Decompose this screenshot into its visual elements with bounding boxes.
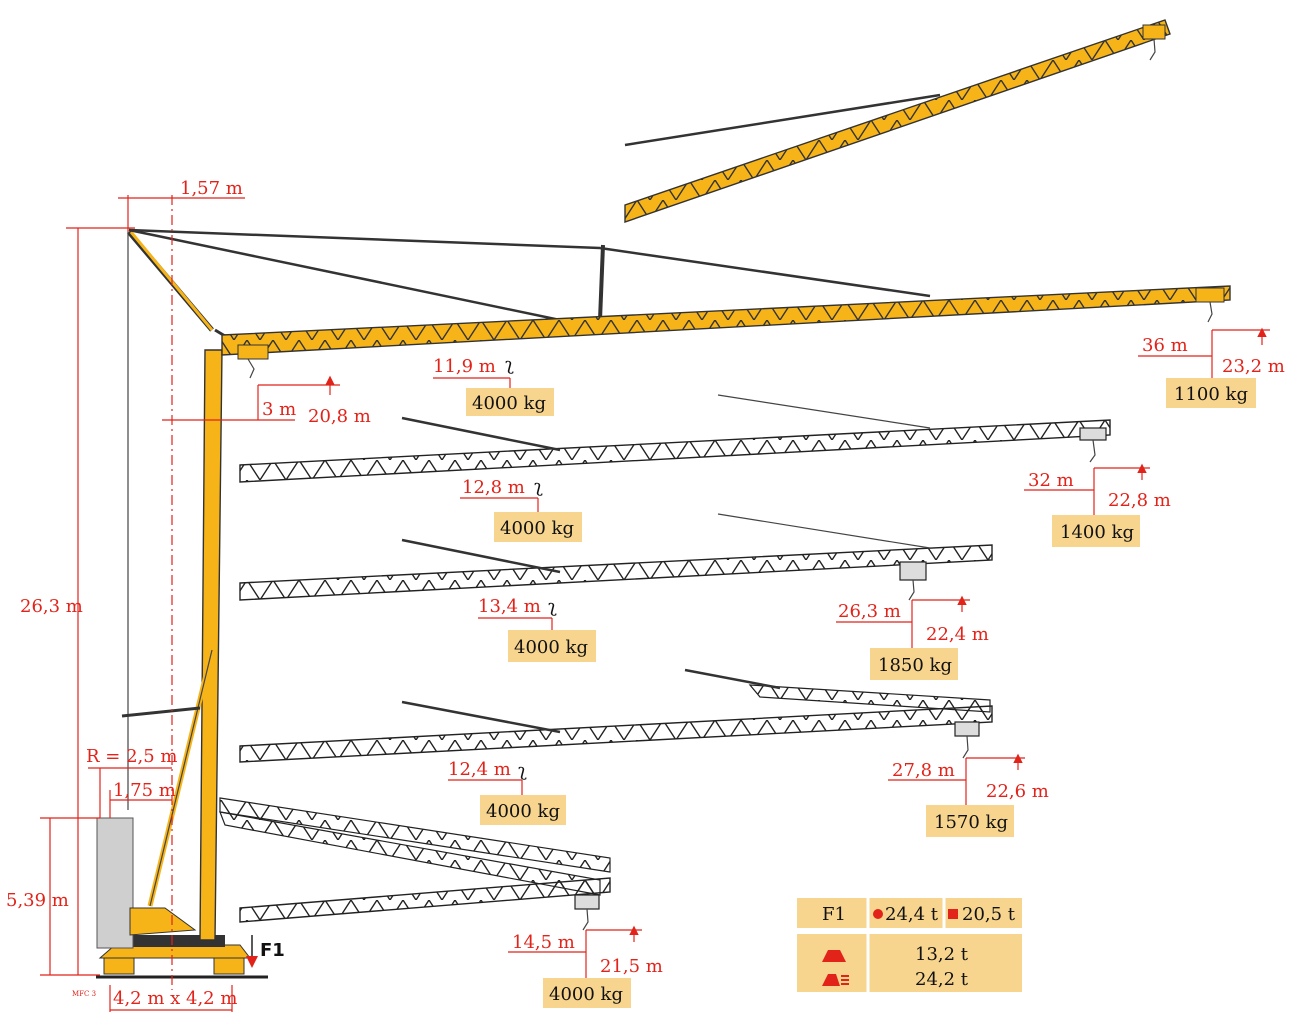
crane-mast — [121, 230, 241, 941]
ballast-icon — [822, 974, 840, 986]
config3-tip-load: 1850 kg — [878, 655, 952, 676]
config1-tip-load: 1100 kg — [1174, 384, 1248, 405]
weight-icon — [822, 950, 846, 962]
f1-force-label: F1 — [260, 940, 285, 961]
base-size-label: 4,2 m x 4,2 m — [113, 988, 237, 1009]
config3-tip-radius: 26,3 m — [838, 601, 901, 622]
config4-tip-radius: 27,8 m — [892, 760, 955, 781]
table-f1-value-b: 20,5 t — [962, 904, 1016, 925]
config1-mid-radius: 11,9 m — [433, 356, 496, 377]
hook-icon: ʅ — [548, 596, 557, 617]
config5-tip-radius: 14,5 m — [512, 932, 575, 953]
hook-icon: ʅ — [505, 354, 514, 375]
config5-tip-height: 21,5 m — [600, 956, 663, 977]
config4-tip-load: 1570 kg — [934, 812, 1008, 833]
config2-mid-load: 4000 kg — [500, 518, 574, 539]
jib-config-3 — [239, 513, 993, 601]
config5-tip-load: 4000 kg — [549, 984, 623, 1005]
config2-mid-radius: 12,8 m — [462, 477, 525, 498]
config3-tip-height: 22,4 m — [926, 624, 989, 645]
circle-icon — [873, 909, 883, 919]
square-icon — [948, 909, 958, 919]
reaction-table: F1 24,4 t 20,5 t 13,2 t 24,2 t — [797, 898, 1022, 992]
hook-icon: ʅ — [534, 476, 543, 497]
table-f1-value-a: 24,4 t — [885, 904, 939, 925]
jib-luffed-yellow — [624, 19, 1171, 223]
load-boxes — [466, 378, 1256, 1008]
total-height-label: 26,3 m — [20, 596, 83, 617]
config4-mid-load: 4000 kg — [486, 801, 560, 822]
radius-label: R = 2,5 m — [86, 746, 178, 767]
tie-rods — [128, 228, 931, 322]
counterweight-block — [96, 817, 134, 949]
hook-icon: ʅ — [518, 760, 527, 781]
min-radius-height-label: 20,8 m — [308, 406, 371, 427]
config2-tip-radius: 32 m — [1028, 470, 1074, 491]
counterweight-offset-label: 1,75 m — [113, 780, 176, 801]
jib-config-2 — [239, 394, 1111, 483]
jib-main-yellow — [221, 285, 1231, 379]
jib-config-4 — [239, 668, 993, 763]
table-weight-1: 13,2 t — [915, 944, 969, 965]
crane-base — [96, 817, 268, 979]
config4-tip-height: 22,6 m — [986, 781, 1049, 802]
base-height-label: 5,39 m — [6, 890, 69, 911]
config1-mid-load: 4000 kg — [472, 393, 546, 414]
config3-mid-load: 4000 kg — [514, 637, 588, 658]
config2-tip-load: 1400 kg — [1060, 522, 1134, 543]
config3-mid-radius: 13,4 m — [478, 596, 541, 617]
jib-config-5 — [219, 797, 611, 931]
table-f1-label: F1 — [822, 904, 846, 925]
config-dimension-lines — [433, 327, 1270, 978]
min-radius-label: 3 m — [262, 399, 296, 420]
config4-mid-radius: 12,4 m — [448, 759, 511, 780]
config1-tip-radius: 36 m — [1142, 335, 1188, 356]
table-weight-2: 24,2 t — [915, 969, 969, 990]
dimension-lines — [40, 195, 340, 1012]
hook-icons: ʅ ʅ ʅ ʅ — [505, 354, 557, 781]
top-offset-label: 1,57 m — [180, 178, 243, 199]
config1-tip-height: 23,2 m — [1222, 356, 1285, 377]
model-code-label: MFC 3 — [72, 990, 96, 998]
config2-tip-height: 22,8 m — [1108, 490, 1171, 511]
